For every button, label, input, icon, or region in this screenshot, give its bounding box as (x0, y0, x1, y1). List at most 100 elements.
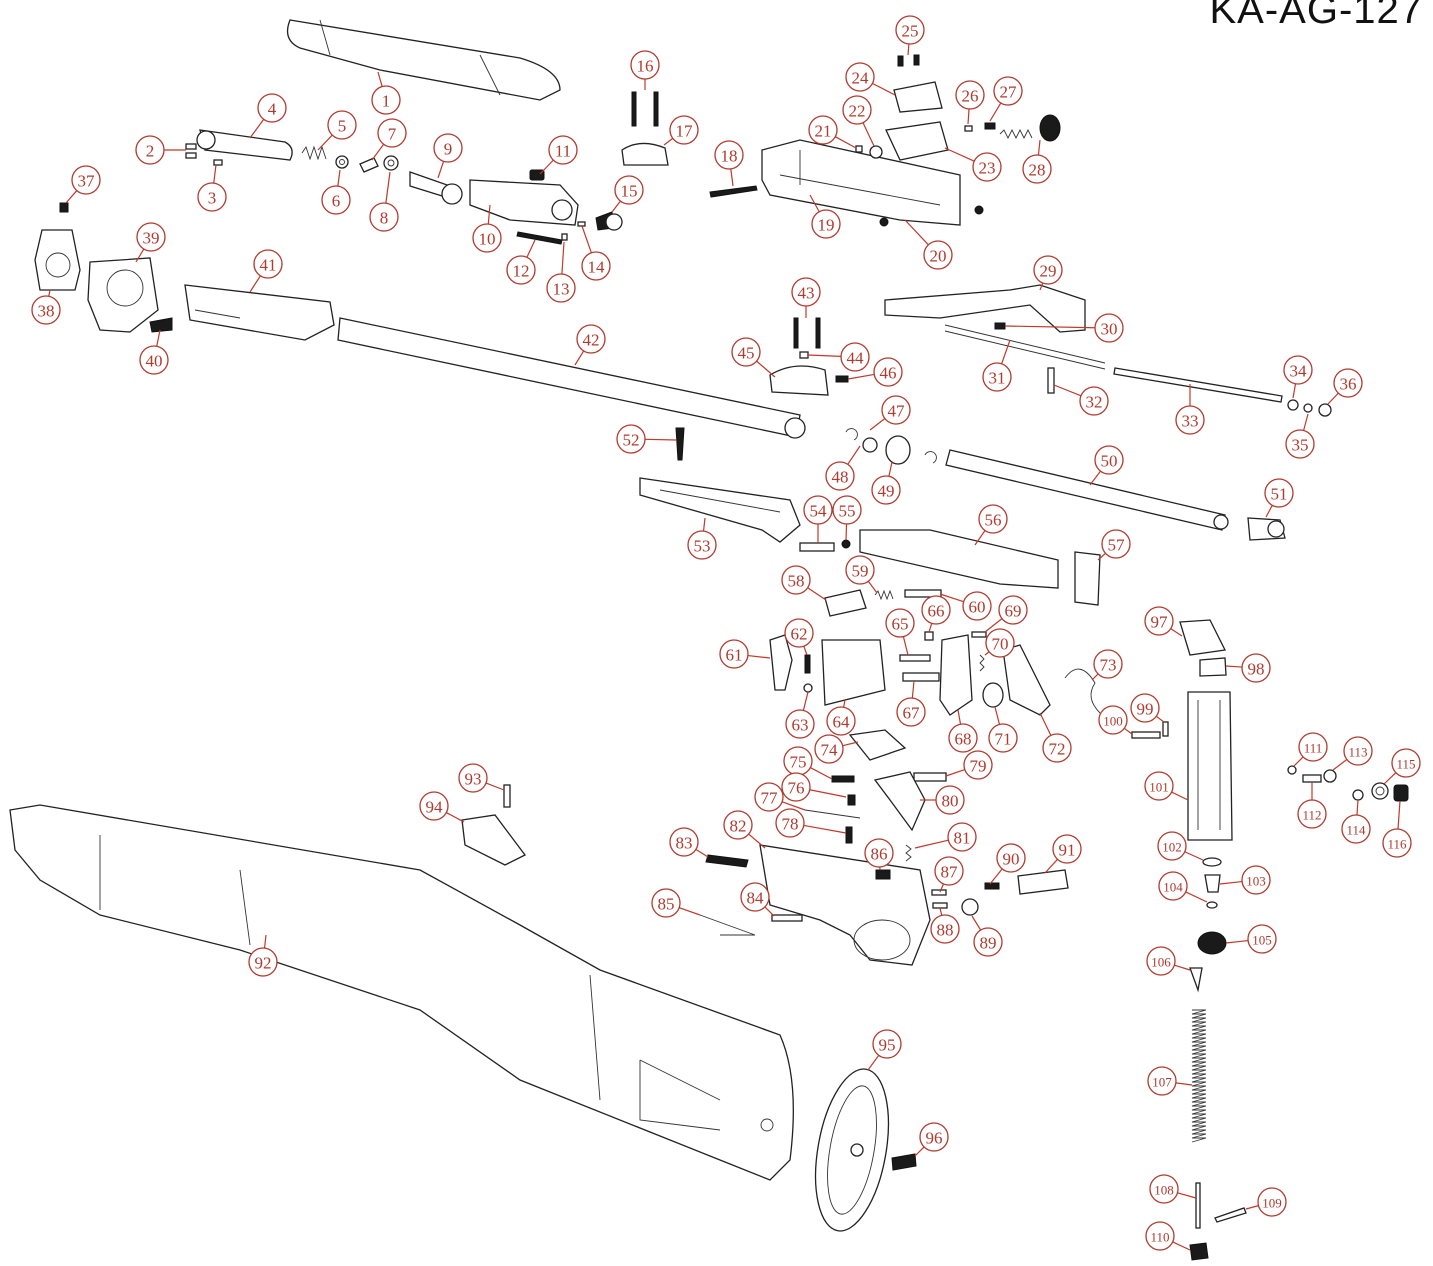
callout-96: 96 (919, 1122, 949, 1152)
callout-number: 60 (969, 598, 986, 617)
callout-circle (872, 1029, 902, 1059)
callout-number: 83 (676, 834, 693, 853)
callout-number: 9 (444, 140, 453, 159)
callout-number: 64 (833, 713, 851, 732)
callout-circle (1264, 478, 1294, 508)
leader-line-110 (1172, 1241, 1191, 1251)
callout-8: 8 (369, 202, 399, 232)
leader-line-116 (1397, 800, 1401, 830)
callout-number: 50 (1101, 452, 1118, 471)
callout-layer: 1234567891011121314151617181920212223242… (31, 15, 1421, 1251)
leader-line-62 (803, 645, 808, 656)
callout-54: 54 (803, 495, 833, 525)
leader-line-44 (807, 354, 842, 358)
callout-circle (934, 856, 964, 886)
leader-line-108 (1177, 1192, 1197, 1199)
callout-number: 108 (1154, 1183, 1174, 1198)
leader-line-28 (1037, 139, 1041, 156)
leader-lines (48, 43, 1401, 1251)
callout-number: 103 (1246, 874, 1266, 889)
leader-line-26 (967, 108, 970, 125)
callout-circle (740, 882, 770, 912)
callout-circle (923, 240, 953, 270)
callout-circle (669, 115, 699, 145)
callout-circle (546, 273, 576, 303)
callout-106: 106 (1146, 946, 1176, 976)
callout-53: 53 (687, 530, 717, 560)
leader-line-60 (939, 593, 964, 603)
callout-103: 103 (1241, 865, 1271, 895)
leader-line-68 (957, 709, 962, 725)
callout-circle (871, 475, 901, 505)
callout-circle (895, 15, 925, 45)
callout-69: 69 (998, 595, 1028, 625)
leader-line-98 (1225, 665, 1243, 668)
leader-line-12 (526, 239, 536, 258)
callout-32: 32 (1079, 386, 1109, 416)
callout-74: 74 (814, 734, 844, 764)
callout-number: 18 (721, 147, 738, 166)
callout-number: 65 (892, 615, 909, 634)
leader-line-77 (781, 801, 806, 811)
callout-number: 76 (788, 779, 805, 798)
leader-line-4 (249, 118, 265, 139)
callout-number: 94 (426, 798, 444, 817)
callout-circle (614, 175, 644, 205)
leader-line-66 (928, 623, 933, 633)
callout-57: 57 (1101, 529, 1131, 559)
callout-circle (1146, 946, 1176, 976)
callout-circle (832, 495, 862, 525)
callout-circle (1257, 1187, 1287, 1217)
leader-line-39 (135, 248, 145, 263)
callout-number: 78 (782, 815, 799, 834)
leader-line-11 (539, 159, 554, 175)
callout-circle (993, 76, 1023, 106)
leader-line-30 (1004, 325, 1096, 329)
callout-number: 85 (658, 895, 675, 914)
callout-circle (1333, 368, 1363, 398)
leader-line-61 (747, 654, 771, 659)
leader-line-89 (971, 915, 982, 931)
leader-line-88 (939, 907, 943, 916)
callout-number: 42 (583, 331, 600, 350)
callout-number: 68 (955, 730, 972, 749)
callout-63: 63 (785, 709, 815, 739)
callout-number: 63 (792, 716, 809, 735)
leader-line-23 (944, 147, 975, 162)
leader-line-47 (869, 418, 886, 431)
leader-line-50 (1089, 470, 1102, 486)
callout-37: 37 (71, 165, 101, 195)
callout-4: 4 (257, 93, 287, 123)
callout-circle (840, 342, 870, 372)
leader-line-99 (1155, 715, 1165, 723)
callout-circle (1285, 429, 1315, 459)
callout-number: 116 (1387, 837, 1407, 852)
leader-line-52 (644, 438, 677, 441)
callout-111: 111 (1298, 732, 1328, 762)
callout-number: 62 (791, 625, 808, 644)
callout-circle (948, 723, 978, 753)
leader-line-90 (989, 868, 1003, 885)
leader-line-42 (574, 350, 585, 366)
callout-number: 87 (941, 863, 959, 882)
callout-number: 53 (694, 537, 711, 556)
callout-20: 20 (923, 240, 953, 270)
callout-85: 85 (651, 888, 681, 918)
callout-42: 42 (576, 324, 606, 354)
callout-number: 24 (852, 69, 870, 88)
callout-102: 102 (1157, 831, 1187, 861)
callout-59: 59 (845, 555, 875, 585)
leader-line-91 (1044, 858, 1058, 874)
callout-circle (651, 888, 681, 918)
leader-line-36 (1327, 392, 1339, 405)
callout-number: 115 (1396, 757, 1415, 772)
callout-circle (581, 251, 611, 281)
callout-81: 81 (947, 822, 977, 852)
callout-64: 64 (826, 706, 856, 736)
leader-line-20 (904, 219, 929, 246)
callout-number: 105 (1252, 933, 1272, 948)
callout-number: 79 (970, 757, 987, 776)
callout-number: 73 (1100, 656, 1117, 675)
diagram-title: KA-AG-127 (1209, 0, 1423, 32)
callout-circle (1042, 733, 1072, 763)
